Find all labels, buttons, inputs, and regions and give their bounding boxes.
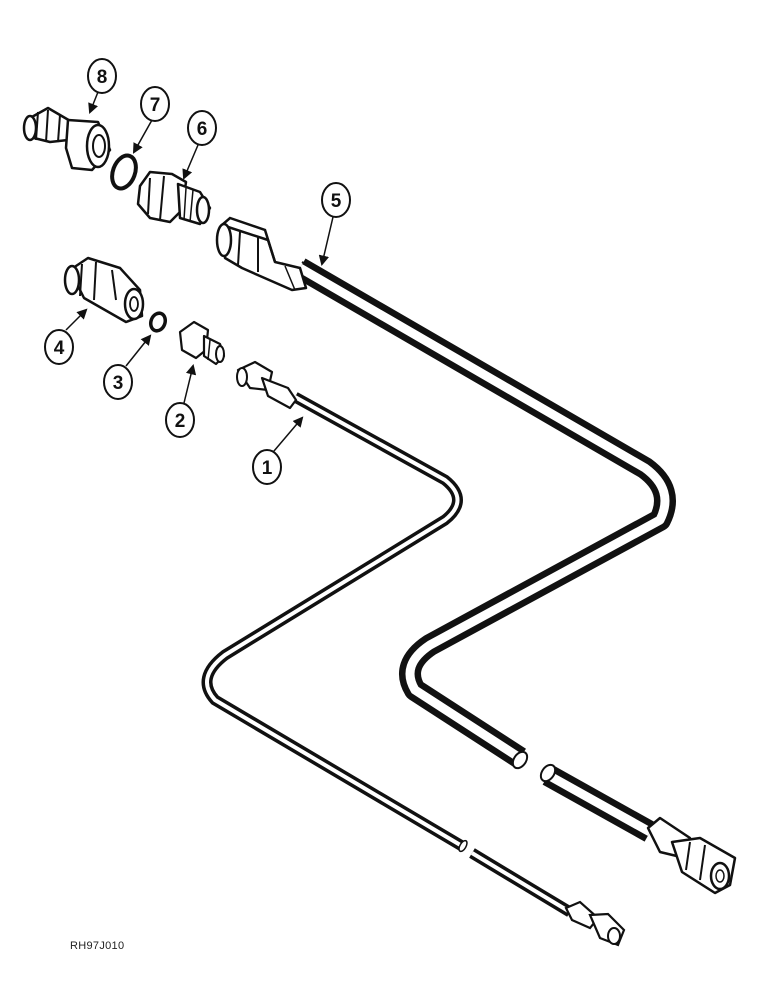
leader-lines	[65, 91, 334, 452]
large-hose	[294, 258, 676, 842]
small-hose	[201, 392, 573, 917]
callout-2: 2	[165, 402, 195, 438]
callout-1: 1	[252, 449, 282, 485]
adapter-part-6	[136, 170, 212, 226]
callout-7: 7	[140, 86, 170, 122]
small-hose-upper-fitting	[236, 360, 298, 410]
callout-8: 8	[87, 58, 117, 94]
callout-label-1: 1	[262, 458, 273, 479]
adapter-part-2	[178, 320, 226, 366]
coupler-female-part-4	[63, 256, 145, 324]
callout-label-3: 3	[113, 373, 124, 394]
coupler-male-part-8	[22, 106, 112, 172]
callout-label-6: 6	[197, 119, 208, 140]
figure-reference-code: RH97J010	[70, 940, 125, 952]
callout-label-7: 7	[150, 95, 161, 116]
o-ring-part-7	[110, 153, 138, 191]
callout-6: 6	[187, 110, 217, 146]
large-hose-upper-fitting	[215, 216, 308, 292]
callout-4: 4	[44, 329, 74, 365]
callout-label-5: 5	[331, 191, 342, 212]
large-hose-lower-fitting	[646, 816, 737, 895]
callout-5: 5	[321, 182, 351, 218]
callout-label-8: 8	[97, 67, 108, 88]
callout-label-2: 2	[175, 411, 186, 432]
callout-label-4: 4	[54, 338, 65, 359]
o-ring-part-3	[148, 311, 168, 333]
callout-3: 3	[103, 364, 133, 400]
small-hose-lower-fitting	[564, 900, 626, 947]
